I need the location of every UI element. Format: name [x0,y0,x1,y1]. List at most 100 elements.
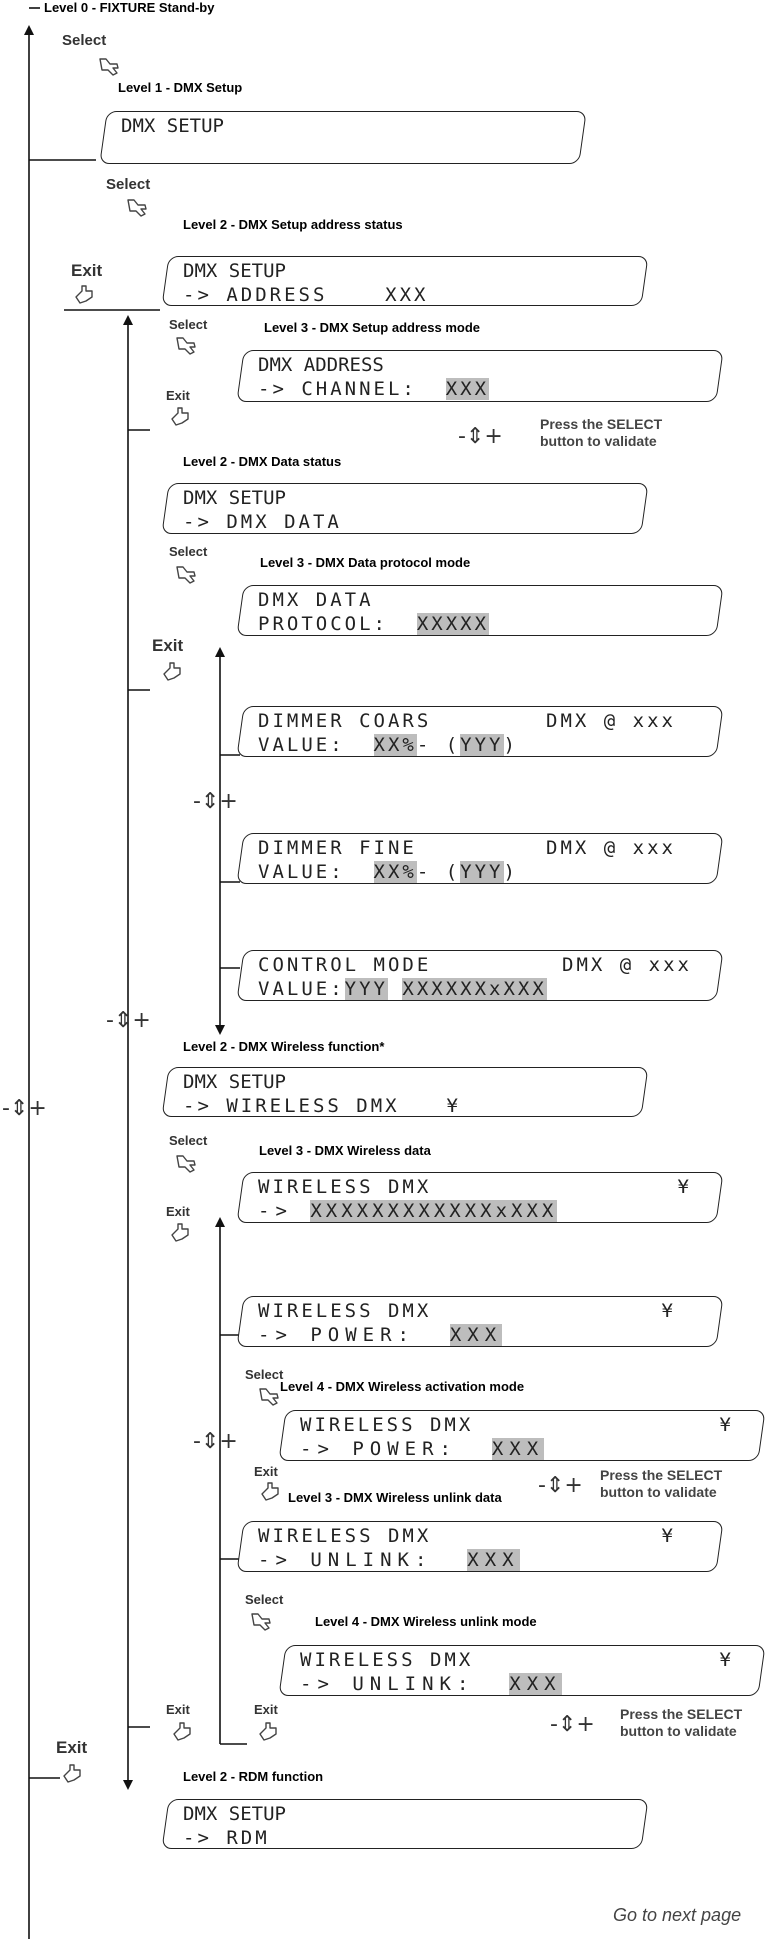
lcd-line: DMX SETUP [121,115,224,137]
lcd-line: DMX SETUP [183,1071,286,1093]
lcd-line: ) [503,861,518,883]
exit-label: Exit [71,261,103,280]
raw-value: YYY [460,734,504,756]
lcd-line: PROTOCOL: [258,613,417,635]
next-page-note: Go to next page [613,1905,742,1925]
unlink-value: XXX [509,1673,562,1695]
lcd-line: -> [258,1200,311,1222]
plus-minus-symbol: -⇕+ [538,1473,583,1498]
lcd-line: -> CHANNEL: [258,378,446,400]
lcd-line: DMX SETUP [183,487,286,509]
lcd-line: WIRELESS DMX [258,1525,432,1547]
level-0-label: Level 0 - FIXTURE Stand-by [44,0,215,15]
lcd-line: VALUE: [258,978,345,1000]
lcd-line: DMX SETUP [183,1803,286,1825]
exit-label: Exit [254,1702,278,1717]
exit-hand-icon [171,407,189,426]
control-value-1: YYY [344,978,388,1000]
lcd-line: DMX ADDRESS [258,354,384,376]
control-value-2: XXXXXXxXXX [402,978,547,1000]
wireless-symbol: ¥ [719,1649,734,1671]
lcd-line: - ( [416,734,461,756]
select-hand-icon [176,1155,196,1173]
lcd-line: DIMMER COARS [258,710,432,732]
lcd-line: DMX SETUP [183,260,286,282]
channel-value: XXX [445,378,490,400]
level-3-wireless-label: Level 3 - DMX Wireless data [259,1143,431,1158]
lcd-wireless-unlink-mode: WIRELESS DMX ¥ -> UNLINK: XXX [278,1645,766,1696]
exit-hand-icon [171,1223,189,1242]
pct-value: XX% [373,734,417,756]
select-hand-icon [127,199,147,217]
exit-label: Exit [152,636,184,655]
lcd-line: -> RDM [183,1827,270,1849]
lcd-protocol: DMX DATA PROTOCOL: XXXXX [236,585,724,636]
exit-label: Exit [166,1702,190,1717]
level-2-data-label: Level 2 - DMX Data status [183,454,342,469]
lcd-line: DMX @ xxx [546,710,676,732]
lcd-line: DMX @ xxx [546,837,676,859]
lcd-line: WIRELESS DMX [258,1300,432,1322]
lcd-line: WIRELESS DMX [300,1649,474,1671]
lcd-line: -> POWER: [258,1324,450,1346]
lcd-line: -> DMX DATA [183,511,342,533]
lcd-line: DMX @ xxx [562,954,692,976]
lcd-wireless-unlink: WIRELESS DMX ¥ -> UNLINK: XXX [236,1521,724,1572]
level-4-activation-label: Level 4 - DMX Wireless activation mode [280,1379,525,1394]
select-label: Select [106,176,151,193]
lcd-line: DMX DATA [258,589,374,611]
select-hand-icon [176,566,196,584]
select-label: Select [62,32,107,49]
lcd-line: -> ADDRESS XXX [183,284,429,306]
select-hand-icon [176,337,196,355]
exit-hand-icon [63,1764,81,1783]
level-2-address-label: Level 2 - DMX Setup address status [183,217,403,232]
exit-hand-icon [163,662,181,681]
lcd-line: -> UNLINK: [258,1549,468,1571]
exit-label: Exit [166,388,190,403]
raw-value: YYY [460,861,504,883]
lcd-address-mode: DMX ADDRESS -> CHANNEL: XXX [236,350,724,402]
lcd-line: ) [503,734,518,756]
lcd-line: -> UNLINK: [300,1673,510,1695]
exit-label: Exit [254,1464,278,1479]
level-1-label: Level 1 - DMX Setup [118,80,243,95]
level-3-data-label: Level 3 - DMX Data protocol mode [260,555,471,570]
lcd-address: DMX SETUP -> ADDRESS XXX [161,256,649,306]
plus-minus-symbol: -⇕+ [193,789,238,814]
plus-minus-symbol: -⇕+ [193,1429,238,1454]
level-3-address-label: Level 3 - DMX Setup address mode [264,320,481,335]
lcd-line: -> POWER: [300,1438,492,1460]
select-label: Select [169,544,208,559]
lcd-line: WIRELESS DMX [258,1176,432,1198]
exit-hand-icon [75,285,93,304]
select-hand-icon [259,1388,279,1406]
wireless-symbol: ¥ [446,1095,461,1117]
wireless-symbol: ¥ [661,1525,676,1547]
exit-hand-icon [261,1482,279,1501]
unlink-value: XXX [467,1549,520,1571]
press-select-note: Press the SELECT button to validate [540,416,663,449]
power-value: XXX [449,1324,503,1346]
plus-minus-symbol: -⇕+ [2,1096,47,1121]
power-value: XXX [491,1438,545,1460]
wireless-data-value: XXXXXXXXXXXXxXXX [310,1200,558,1222]
lcd-wireless-data: WIRELESS DMX ¥ -> XXXXXXXXXXXXxXXX [236,1172,724,1223]
select-hand-icon [251,1613,271,1631]
select-label: Select [245,1367,284,1382]
lcd-wireless-power-mode: WIRELESS DMX¥ -> POWER: XXX [278,1410,766,1461]
lcd-data: DMX SETUP -> DMX DATA [161,483,649,534]
lcd-line: - ( [416,861,461,883]
lcd-dmx-setup: DMX SETUP [99,111,587,164]
exit-hand-icon [259,1722,277,1741]
select-label: Select [169,1133,208,1148]
press-select-note: Press the SELECT button to validate [620,1706,743,1739]
lcd-wireless-power: WIRELESS DMX¥ -> POWER: XXX [236,1296,724,1347]
press-select-note: Press the SELECT button to validate [600,1467,723,1500]
level-2-wireless-label: Level 2 - DMX Wireless function* [183,1039,385,1054]
wireless-symbol: ¥ [677,1176,692,1198]
pct-value: XX% [373,861,417,883]
lcd-line: WIRELESS DMX [300,1414,474,1436]
